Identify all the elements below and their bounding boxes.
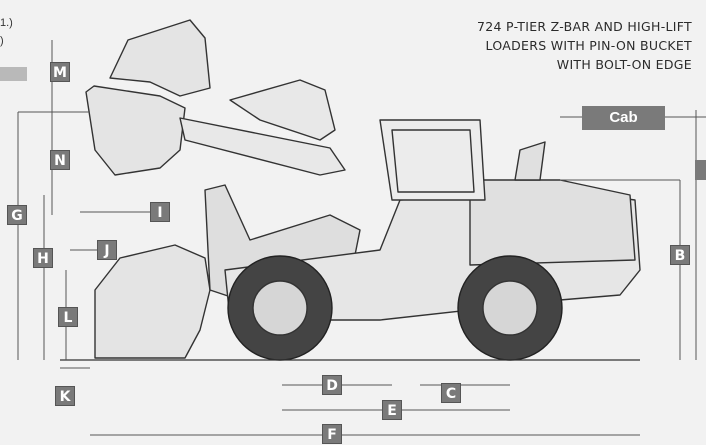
label-e: E <box>382 400 402 420</box>
title-line-2: LOADERS WITH PIN-ON BUCKET <box>485 38 692 53</box>
label-d: D <box>322 375 342 395</box>
cab-label: Cab <box>582 106 665 130</box>
label-a-partial <box>695 160 706 180</box>
label-c: C <box>441 383 461 403</box>
front-rim <box>252 280 308 336</box>
engine-hood <box>469 179 636 266</box>
label-f: F <box>322 424 342 444</box>
exhaust-stack <box>514 141 546 181</box>
label-k: K <box>55 386 75 406</box>
left-fragment-2: ) <box>0 35 4 47</box>
left-text-fragments: 1.) ) <box>0 14 13 50</box>
rear-rim <box>482 280 538 336</box>
label-l: L <box>58 307 78 327</box>
label-b: B <box>670 245 690 265</box>
title-line-3: WITH BOLT-ON EDGE <box>556 57 692 72</box>
left-fragment-1: 1.) <box>0 17 13 29</box>
label-m: M <box>50 62 70 82</box>
title-line-1: 724 P-TIER Z-BAR AND HIGH-LIFT <box>477 19 692 34</box>
label-g: G <box>7 205 27 225</box>
lift-arm-upper <box>229 79 336 141</box>
bucket-raised-middle <box>85 85 186 176</box>
diagram-title: 724 P-TIER Z-BAR AND HIGH-LIFT LOADERS W… <box>372 17 692 74</box>
label-n: N <box>50 150 70 170</box>
lift-arm-raised <box>179 117 346 176</box>
bucket-raised-top <box>109 19 211 97</box>
bucket-lowered <box>94 244 211 359</box>
label-h: H <box>33 248 53 268</box>
label-j: J <box>97 240 117 260</box>
label-i: I <box>150 202 170 222</box>
cab-outline <box>379 119 486 201</box>
cab-window <box>391 129 475 193</box>
left-grey-bar <box>0 67 27 81</box>
